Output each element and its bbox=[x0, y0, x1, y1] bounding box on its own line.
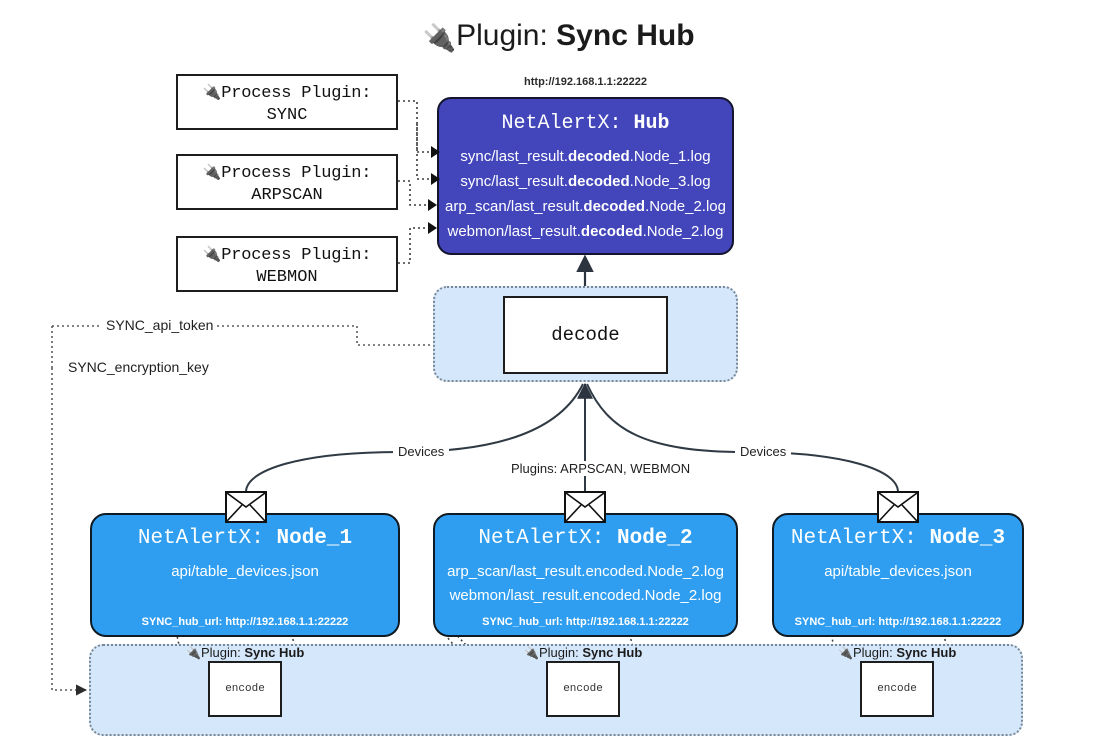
envelope-glyph bbox=[565, 492, 605, 522]
node-line-list: api/table_devices.json bbox=[774, 560, 1022, 584]
electric-plug-icon: 🔌 bbox=[838, 646, 853, 660]
electric-plug-icon: 🔌 bbox=[524, 646, 539, 660]
edge-label-devices-right: Devices bbox=[735, 444, 792, 459]
page-title: 🔌Plugin: Sync Hub bbox=[0, 14, 1117, 60]
process-plugin-line1: 🔌Process Plugin: bbox=[202, 163, 372, 183]
hub-title: NetAlertX: Hub bbox=[439, 112, 732, 135]
envelope-glyph bbox=[878, 492, 918, 522]
encode-box-1[interactable]: encode bbox=[208, 661, 282, 717]
node-line-list: api/table_devices.json bbox=[92, 560, 398, 584]
hub-inbound-arrow-icon bbox=[428, 199, 437, 211]
page-title-name: Sync Hub bbox=[556, 19, 695, 52]
process-plugin-box-sync[interactable]: 🔌Process Plugin: SYNC bbox=[176, 74, 398, 130]
node-footer: SYNC_hub_url: http://192.168.1.1:22222 bbox=[794, 616, 1002, 628]
node-box-node-1[interactable]: NetAlertX: Node_1 api/table_devices.json… bbox=[90, 513, 400, 637]
hub-log-line: arp_scan/last_result.decoded.Node_2.log bbox=[445, 198, 726, 215]
hub-title-prefix: NetAlertX: bbox=[501, 112, 622, 135]
process-plugin-box-arpscan[interactable]: 🔌Process Plugin: ARPSCAN bbox=[176, 154, 398, 210]
node-title-prefix: NetAlertX: bbox=[790, 527, 917, 550]
process-plugin-line2: SYNC bbox=[266, 106, 308, 125]
electric-plug-icon: 🔌 bbox=[186, 646, 201, 660]
node-title-name: Node_1 bbox=[276, 527, 353, 550]
node-title: NetAlertX: Node_1 bbox=[92, 527, 398, 550]
node-title: NetAlertX: Node_3 bbox=[774, 527, 1022, 550]
node-line: api/table_devices.json bbox=[171, 563, 319, 580]
hub-log-line: webmon/last_result.decoded.Node_2.log bbox=[447, 223, 724, 240]
node-title-name: Node_2 bbox=[617, 527, 693, 550]
node-line-list: arp_scan/last_result.encoded.Node_2.log … bbox=[435, 560, 736, 608]
electric-plug-icon: 🔌 bbox=[422, 23, 457, 53]
electric-plug-icon: 🔌 bbox=[202, 83, 222, 101]
node-title-prefix: NetAlertX: bbox=[478, 527, 605, 550]
process-plugin-line1: 🔌Process Plugin: bbox=[202, 245, 372, 265]
hub-log-list: sync/last_result.decoded.Node_1.log sync… bbox=[439, 144, 732, 244]
node-title-prefix: NetAlertX: bbox=[137, 527, 264, 550]
envelope-icon bbox=[225, 491, 267, 523]
hub-url-label: http://192.168.1.1:22222 bbox=[524, 76, 647, 88]
hub-log-line: sync/last_result.decoded.Node_1.log bbox=[460, 148, 711, 165]
edge-label-plugins-center: Plugins: ARPSCAN, WEBMON bbox=[506, 461, 696, 476]
envelope-icon bbox=[564, 491, 606, 523]
process-plugin-line1: 🔌Process Plugin: bbox=[202, 83, 372, 103]
encode-box-3[interactable]: encode bbox=[860, 661, 934, 717]
edge-label-devices-left: Devices bbox=[393, 444, 450, 459]
hub-inbound-arrow-icon bbox=[431, 173, 440, 185]
node-footer: SYNC_hub_url: http://192.168.1.1:22222 bbox=[482, 616, 689, 628]
envelope-glyph bbox=[226, 492, 266, 522]
decode-box[interactable]: decode bbox=[503, 296, 668, 374]
process-plugin-line2: ARPSCAN bbox=[251, 186, 323, 205]
bottom-plugin-label-3: 🔌Plugin: Sync Hub bbox=[838, 645, 957, 660]
node-footer: SYNC_hub_url: http://192.168.1.1:22222 bbox=[141, 616, 349, 628]
node-box-node-2[interactable]: NetAlertX: Node_2 arp_scan/last_result.e… bbox=[433, 513, 738, 637]
hub-node[interactable]: NetAlertX: Hub sync/last_result.decoded.… bbox=[437, 97, 734, 255]
node-line: arp_scan/last_result.encoded.Node_2.log bbox=[447, 563, 724, 580]
envelope-icon bbox=[877, 491, 919, 523]
encode-box-2[interactable]: encode bbox=[546, 661, 620, 717]
node-title-name: Node_3 bbox=[929, 527, 1006, 550]
process-plugin-box-webmon[interactable]: 🔌Process Plugin: WEBMON bbox=[176, 236, 398, 292]
node-box-node-3[interactable]: NetAlertX: Node_3 api/table_devices.json… bbox=[772, 513, 1024, 637]
bottom-plugin-label-1: 🔌Plugin: Sync Hub bbox=[186, 645, 305, 660]
node-line: api/table_devices.json bbox=[824, 563, 972, 580]
node-line: webmon/last_result.encoded.Node_2.log bbox=[449, 587, 722, 604]
node-title: NetAlertX: Node_2 bbox=[435, 527, 736, 550]
page-title-prefix: Plugin: bbox=[456, 19, 548, 52]
bottom-plugin-label-2: 🔌Plugin: Sync Hub bbox=[524, 645, 643, 660]
hub-log-line: sync/last_result.decoded.Node_3.log bbox=[460, 173, 711, 190]
electric-plug-icon: 🔌 bbox=[202, 245, 222, 263]
electric-plug-icon: 🔌 bbox=[202, 163, 222, 181]
hub-inbound-arrow-icon bbox=[431, 146, 440, 158]
sync-api-token-label: SYNC_api_token bbox=[102, 317, 218, 333]
hub-inbound-arrow-icon bbox=[428, 222, 437, 234]
hub-title-name: Hub bbox=[633, 112, 670, 135]
process-plugin-line2: WEBMON bbox=[256, 268, 318, 287]
sync-encryption-key-label: SYNC_encryption_key bbox=[64, 359, 213, 375]
